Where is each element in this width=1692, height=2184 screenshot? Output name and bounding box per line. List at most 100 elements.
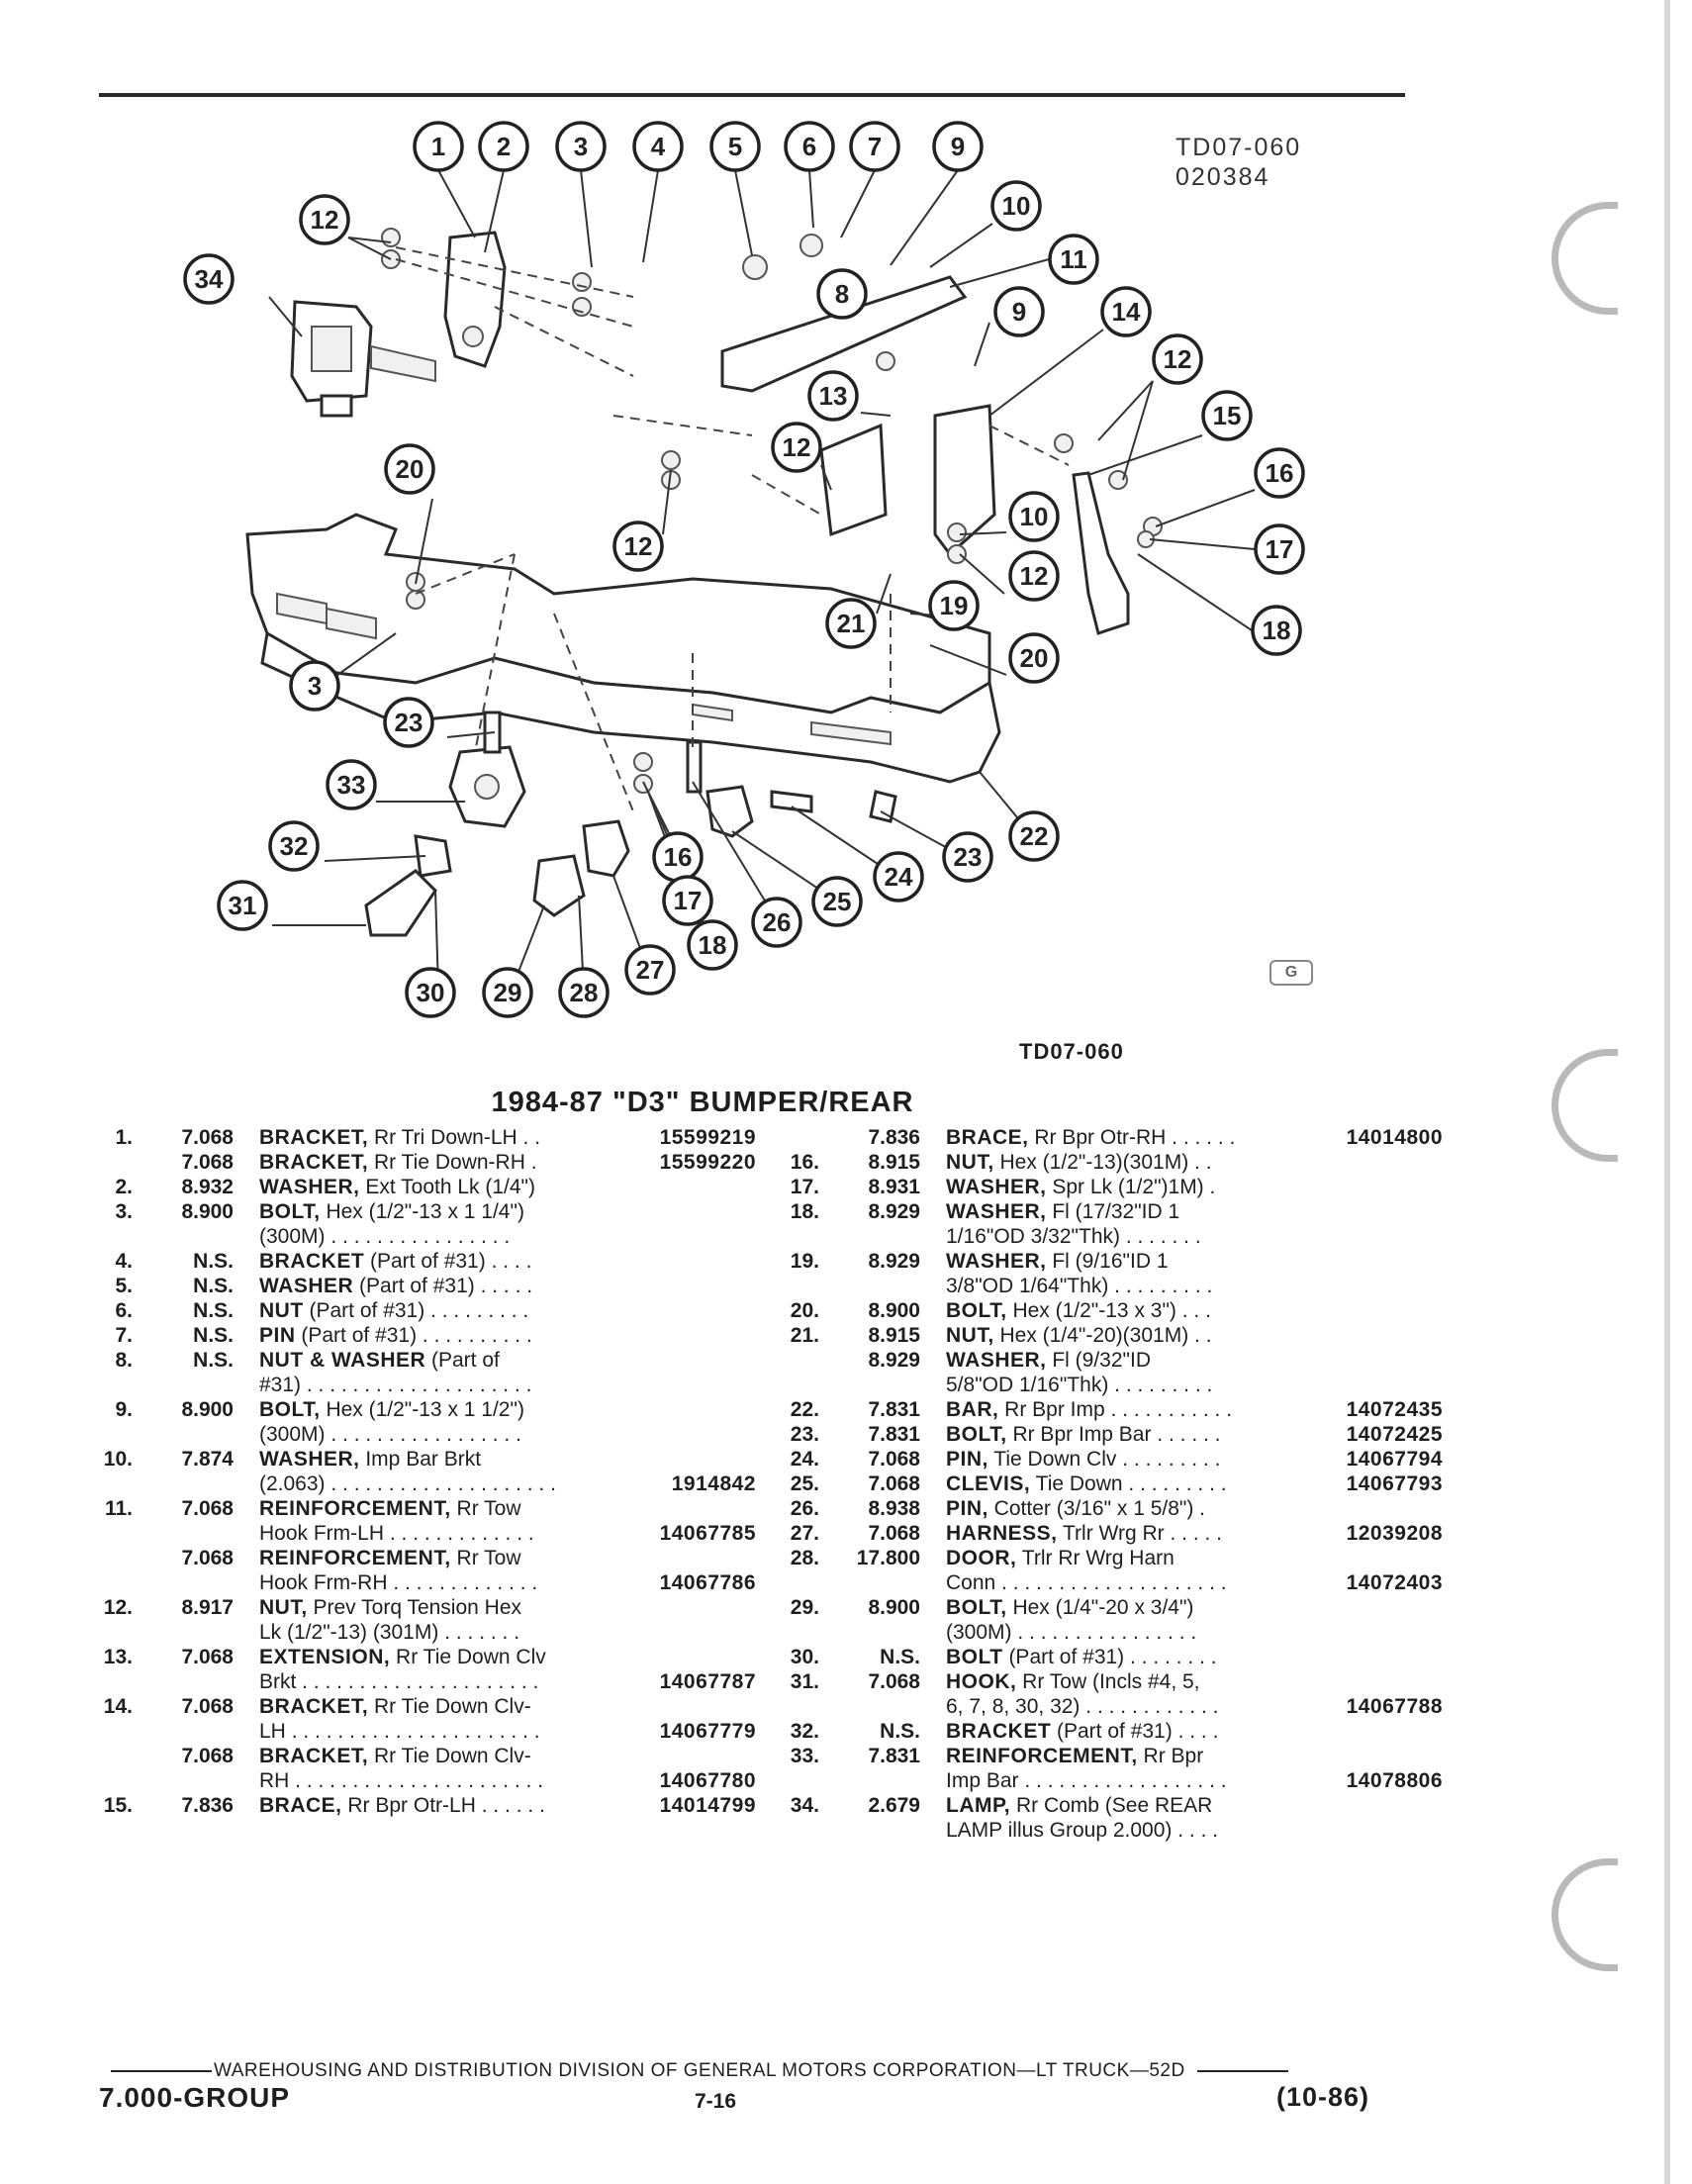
parts-row: RH . . . . . . . . . . . . . . . . . . .… xyxy=(83,1768,756,1793)
part-number: 14067786 xyxy=(659,1571,756,1594)
callout-number: 22 xyxy=(1020,821,1049,851)
part-description: LAMP illus Group 2.000) . . . . xyxy=(946,1818,1443,1843)
part-detail: Rr Tie Down Clv- xyxy=(368,1695,531,1718)
part-description: EXTENSION, Rr Tie Down Clv xyxy=(259,1645,756,1669)
parts-row: Lk (1/2"-13) (301M) . . . . . . . xyxy=(83,1620,756,1645)
group-number: 7.068 xyxy=(181,1151,234,1174)
dot-leader: . . xyxy=(1188,1151,1212,1174)
part-name: WASHER, xyxy=(946,1250,1047,1273)
group-number: 7.068 xyxy=(868,1522,920,1545)
part-detail: Rr Bpr xyxy=(1137,1745,1204,1767)
part-description: WASHER (Part of #31) . . . . . xyxy=(259,1274,756,1298)
dot-leader: . . . . . . . . . . . . . xyxy=(384,1522,534,1545)
callout-number: 11 xyxy=(1060,244,1087,274)
callout-number: 18 xyxy=(1263,616,1291,645)
part-number: 14072403 xyxy=(1346,1571,1443,1594)
parts-row: 1/16"OD 3/32"Thk) . . . . . . . xyxy=(770,1224,1443,1249)
group-number: 8.900 xyxy=(181,1200,234,1223)
item-ref-number: 33. xyxy=(790,1745,819,1767)
part-number: 14067794 xyxy=(1346,1448,1443,1471)
callout-number: 12 xyxy=(783,432,811,462)
part-detail: Hex (1/4"-20 x 3/4") xyxy=(1006,1596,1194,1619)
callout-bubble: 13 xyxy=(807,370,859,422)
item-ref-number: 4. xyxy=(115,1250,133,1273)
callout-bubble: 18 xyxy=(1251,605,1302,656)
callout-number: 16 xyxy=(664,842,693,872)
parts-row: 6, 7, 8, 30, 32) . . . . . . . . . . . .… xyxy=(770,1694,1443,1719)
dot-leader: . . . . . . . . . . . . . . . . . . . . xyxy=(301,1374,532,1396)
binder-hole-middle xyxy=(1551,1049,1618,1162)
dot-leader: . . . . . . . . . . . . . . . . . xyxy=(325,1423,521,1446)
part-name: WASHER, xyxy=(946,1200,1047,1223)
part-description: BOLT, Hex (1/2"-13 x 1 1/2") xyxy=(259,1397,756,1422)
callout-bubble: 3 xyxy=(289,660,340,712)
parts-row: LAMP illus Group 2.000) . . . . xyxy=(770,1818,1443,1843)
dot-leader: . . . . . . . . . . . . . . . . xyxy=(1011,1621,1197,1644)
part-detail: Imp Bar Brkt xyxy=(359,1448,482,1471)
group-number: 8.931 xyxy=(868,1176,920,1198)
callout-number: 12 xyxy=(624,531,653,561)
footer-page-number: 7-16 xyxy=(695,2090,737,2113)
parts-row: 6.N.S.NUT (Part of #31) . . . . . . . . … xyxy=(83,1298,756,1323)
callout-number: 17 xyxy=(674,886,703,915)
part-name: BRACKET, xyxy=(259,1745,369,1767)
callout-number: 6 xyxy=(802,132,816,161)
callout-number: 21 xyxy=(837,609,866,638)
part-name: BRACE, xyxy=(259,1794,342,1817)
callout-bubble: 16 xyxy=(1254,447,1305,499)
bumper-assembly-drawing xyxy=(245,228,1163,937)
parts-row: 32.N.S.BRACKET (Part of #31) . . . . xyxy=(770,1719,1443,1744)
part-detail: Spr Lk (1/2")1M) xyxy=(1046,1176,1204,1198)
part-number: 14067788 xyxy=(1346,1695,1443,1718)
dot-leader: . . xyxy=(517,1126,541,1149)
callout-number: 34 xyxy=(195,264,224,294)
part-number: 15599220 xyxy=(659,1151,756,1174)
footer-group-number: 7.000-GROUP xyxy=(99,2082,291,2113)
group-number: 8.929 xyxy=(868,1250,920,1273)
part-name: BRACKET, xyxy=(259,1126,369,1149)
part-detail: (Part of #31) xyxy=(1002,1646,1125,1668)
item-ref-number: 17. xyxy=(790,1176,819,1198)
part-name: BRACKET, xyxy=(259,1151,369,1174)
top-rule xyxy=(99,93,1405,97)
part-number: 14067779 xyxy=(659,1720,756,1743)
part-detail: Rr Tow xyxy=(450,1547,521,1569)
parts-row: (300M) . . . . . . . . . . . . . . . . xyxy=(83,1224,756,1249)
item-ref-number: 19. xyxy=(790,1250,819,1273)
part-name: BOLT, xyxy=(946,1423,1007,1446)
callout-number: 4 xyxy=(651,132,666,161)
item-ref-number: 11. xyxy=(104,1497,133,1520)
part-detail: LH xyxy=(259,1720,286,1743)
part-name: PIN, xyxy=(946,1448,988,1471)
part-description: BOLT (Part of #31) . . . . . . . . xyxy=(946,1645,1443,1669)
part-description: NUT, Hex (1/4"-20)(301M) . . xyxy=(946,1323,1443,1348)
item-ref-number: 30. xyxy=(790,1646,819,1668)
dot-leader: . . . . . . . . . xyxy=(1108,1374,1213,1396)
dot-leader: . . . . . . xyxy=(1166,1126,1236,1149)
part-detail: Ext Tooth Lk (1/4") xyxy=(359,1176,536,1198)
part-name: REINFORCEMENT, xyxy=(259,1547,451,1569)
item-ref-number: 34. xyxy=(790,1794,819,1817)
part-detail: Rr Tri Down-LH xyxy=(368,1126,517,1149)
item-ref-number: 27. xyxy=(790,1522,819,1545)
dot-leader: . . . . . . . . . . . . . . . . . . xyxy=(1018,1769,1227,1792)
part-detail: Rr Tie Down Clv- xyxy=(368,1745,531,1767)
callout-number: 12 xyxy=(1164,344,1192,374)
callout-bubble: 17 xyxy=(1254,523,1305,575)
part-description: Hook Frm-RH . . . . . . . . . . . . .140… xyxy=(259,1570,756,1595)
callout-bubble: 5 xyxy=(709,121,761,172)
group-number: N.S. xyxy=(193,1275,234,1297)
part-number: 14067785 xyxy=(659,1522,756,1545)
parts-row: 30.N.S.BOLT (Part of #31) . . . . . . . … xyxy=(770,1645,1443,1669)
parts-row: Conn . . . . . . . . . . . . . . . . . .… xyxy=(770,1570,1443,1595)
part-name: WASHER, xyxy=(259,1176,360,1198)
callout-bubble: 24 xyxy=(873,851,924,902)
callout-bubble: 11 xyxy=(1048,234,1099,285)
part-name: EXTENSION, xyxy=(259,1646,391,1668)
